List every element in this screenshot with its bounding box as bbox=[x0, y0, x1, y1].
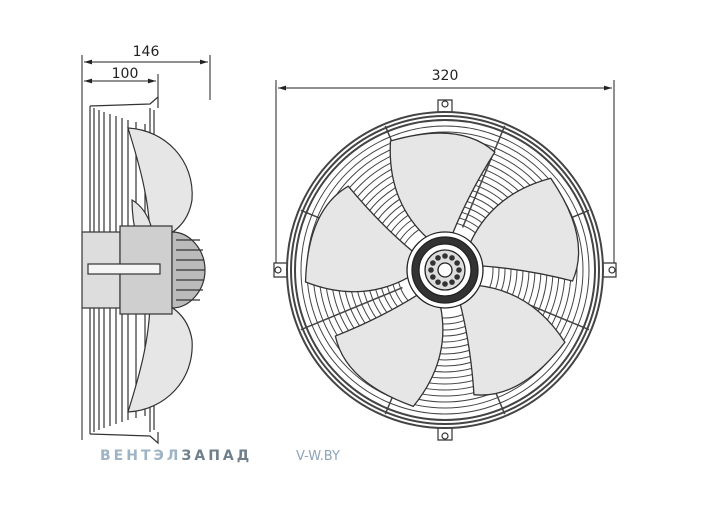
front-blades bbox=[304, 132, 580, 408]
hub-vent bbox=[449, 279, 455, 285]
front-hub bbox=[406, 231, 484, 309]
hub-vents bbox=[428, 253, 462, 287]
hub-vent bbox=[430, 260, 436, 266]
fan-blade bbox=[468, 177, 580, 282]
fan-blade bbox=[304, 185, 415, 293]
watermark-brand: ВЕНТЭЛЗАПАД bbox=[100, 448, 252, 464]
hub-vent bbox=[454, 260, 460, 266]
guard-ring bbox=[300, 125, 590, 415]
dim-guard-depth: 100 bbox=[112, 66, 139, 82]
hub-vent bbox=[435, 255, 441, 261]
hub-vent bbox=[449, 255, 455, 261]
hub-vent bbox=[454, 274, 460, 280]
front-view: 320 bbox=[273, 68, 617, 441]
hub-vent bbox=[442, 253, 448, 259]
hub-vent bbox=[430, 274, 436, 280]
hub-vent bbox=[456, 267, 462, 273]
guard-ring bbox=[290, 115, 600, 425]
brand-part1: ВЕНТЭЛ bbox=[100, 448, 181, 464]
guard-spoke bbox=[461, 125, 506, 228]
side-view: 146 100 bbox=[81, 44, 211, 445]
fan-blade bbox=[389, 132, 496, 240]
guard-spoke bbox=[300, 286, 403, 331]
watermark: ВЕНТЭЛЗАПАД V-W.BY bbox=[100, 448, 340, 464]
guard-ring bbox=[286, 111, 604, 429]
guard-ring bbox=[294, 119, 596, 421]
front-dimension bbox=[275, 80, 615, 270]
brand-part2: ЗАПАД bbox=[181, 448, 252, 464]
dim-overall-depth: 146 bbox=[133, 44, 160, 60]
side-motor bbox=[81, 225, 206, 315]
hub-vent bbox=[428, 267, 434, 273]
hub-vent bbox=[442, 281, 448, 287]
mounting-tabs bbox=[273, 99, 617, 441]
hub-vent bbox=[435, 279, 441, 285]
fan-blade bbox=[459, 284, 566, 396]
fan-blade bbox=[334, 293, 444, 408]
watermark-site: V-W.BY bbox=[296, 449, 340, 464]
dim-diameter: 320 bbox=[432, 68, 459, 84]
